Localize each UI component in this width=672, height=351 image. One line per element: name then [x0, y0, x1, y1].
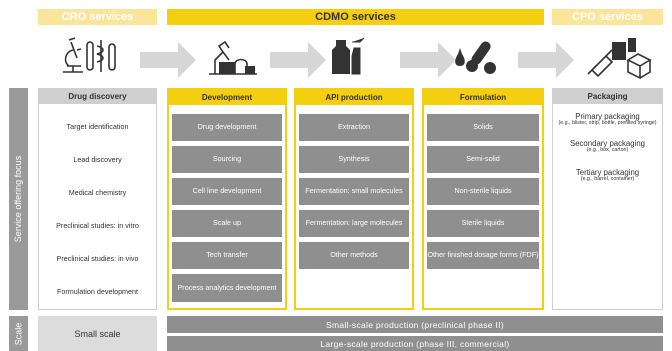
api-production-column: API production Extraction Synthesis Ferm… [294, 88, 414, 310]
bottle-spray-icon [332, 37, 365, 75]
list-item: Process analytics development [172, 274, 282, 302]
packaging-title: Packaging [553, 89, 662, 104]
formulation-column: Formulation Solids Semi-solid Non-steril… [422, 88, 544, 310]
cdmo-services-header: CDMO services [167, 9, 544, 25]
list-item: Semi-solid [427, 146, 539, 173]
list-item: Secondary packaging (e.g., box, carton) [570, 138, 645, 153]
list-item: Medical chemistry [68, 188, 127, 197]
list-item: Primary packaging (e.g., blister, strip,… [558, 112, 657, 126]
packaging-column: Packaging Primary packaging (e.g., blist… [552, 88, 663, 310]
list-item: Preclinical studies: in vitro [56, 221, 139, 230]
syringe-package-icon [587, 38, 652, 80]
list-item: Non-sterile liquids [427, 178, 539, 205]
arrow-3-icon [400, 42, 456, 78]
lab-flask-icon [209, 40, 257, 75]
list-item: Solids [427, 114, 539, 141]
formulation-title: Formulation [424, 90, 542, 105]
arrow-1-icon [140, 42, 196, 78]
list-item: Fermentation: large molecules [299, 210, 409, 237]
list-item: Target identification [66, 122, 129, 131]
list-item: Preclinical studies: in vivo [56, 254, 139, 263]
small-scale-label: Small scale [38, 316, 157, 351]
list-item: Fermentation: small molecules [299, 178, 409, 205]
scale-label: Scale [9, 316, 28, 351]
list-item: Extraction [299, 114, 409, 141]
list-item: Synthesis [299, 146, 409, 173]
list-item: Formulation development [56, 287, 139, 296]
development-column: Development Drug development Sourcing Ce… [167, 88, 287, 310]
list-item: Scale up [172, 210, 282, 237]
list-item: Other finished dosage forms (FDF) [427, 242, 539, 269]
small-scale-production-bar: Small-scale production (preclinical phas… [167, 316, 663, 333]
large-scale-production-bar: Large-scale production (phase III, comme… [167, 336, 663, 351]
cro-services-header: CRO services [38, 9, 157, 25]
development-title: Development [169, 90, 285, 105]
arrow-2-icon [270, 42, 326, 78]
list-item: Drug development [172, 114, 282, 141]
list-item: Cell line development [172, 178, 282, 205]
cpo-services-header: CPO services [552, 9, 663, 25]
service-offering-focus-label: Service offering focus [9, 88, 28, 310]
arrow-4-icon [518, 42, 574, 78]
list-item: Lead discovery [73, 155, 122, 164]
list-item: Tech transfer [172, 242, 282, 269]
list-item: Sterile liquids [427, 210, 539, 237]
drug-discovery-column: Drug discovery Target identification Lea… [38, 88, 157, 310]
list-item: Tertiary packaging (e.g., barrel, contai… [575, 167, 640, 182]
api-production-title: API production [296, 90, 412, 105]
drug-discovery-title: Drug discovery [39, 89, 156, 104]
microscope-test-tubes-icon [63, 37, 116, 73]
list-item: Sourcing [172, 146, 282, 173]
pills-drop-icon [455, 41, 496, 74]
list-item: Other methods [299, 242, 409, 269]
